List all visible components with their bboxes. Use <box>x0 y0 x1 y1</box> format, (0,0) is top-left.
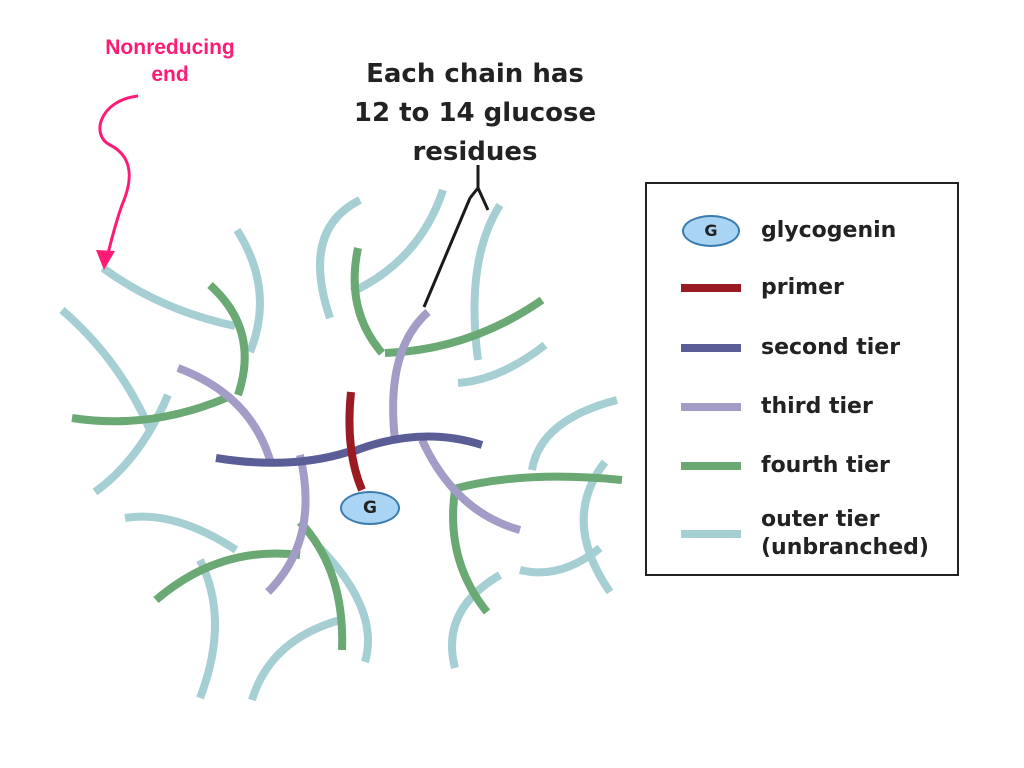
outer-chain <box>457 341 548 387</box>
legend-label: third tier <box>761 394 873 419</box>
second-chain <box>350 432 484 456</box>
fourth-chain <box>449 489 491 615</box>
primer-swatch-icon <box>681 284 741 292</box>
chain-label-line-2: 12 to 14 glucose <box>353 98 597 128</box>
legend-item-outer-tier: outer tier (unbranched) <box>647 502 959 566</box>
fourth-chain <box>448 472 623 494</box>
outer-chain <box>316 196 362 320</box>
legend-label-outer-line-2: (unbranched) <box>761 535 929 560</box>
fourth-chain <box>153 549 301 604</box>
nonreducing-end-label: Nonreducing end <box>70 34 270 88</box>
legend-item-third-tier: third tier <box>647 387 959 427</box>
outer-chain <box>248 616 342 702</box>
outer-chain <box>92 393 172 496</box>
nonreducing-line-2: end <box>151 63 189 86</box>
outer-tier-swatch-icon <box>681 530 741 538</box>
nonreducing-arrowhead-icon <box>96 250 115 270</box>
legend-label-outer-line-1: outer tier <box>761 507 880 532</box>
outer-chain <box>233 227 264 354</box>
fourth-chain <box>350 247 386 356</box>
outer-chain <box>196 558 219 700</box>
outer-chain <box>448 571 503 669</box>
chain-label-line-3: residues <box>412 137 538 167</box>
third-tier-swatch-icon <box>681 403 741 411</box>
outer-tier-chains <box>59 188 619 702</box>
second-chain <box>215 448 350 467</box>
nonreducing-line-1: Nonreducing <box>105 36 235 59</box>
third-chain <box>389 309 431 441</box>
third-chain <box>265 454 310 595</box>
chain-label-line-1: Each chain has <box>366 59 584 89</box>
legend-label: glycogenin <box>761 218 897 243</box>
legend-label-outer: outer tier (unbranched) <box>761 506 929 562</box>
legend: G glycogenin primer second tier third ti… <box>645 182 959 576</box>
legend-label: primer <box>761 275 844 300</box>
third-chain <box>176 364 274 462</box>
outer-chain <box>350 188 447 296</box>
primer-chain <box>345 391 366 492</box>
chain-length-label: Each chain has 12 to 14 glucose residues <box>325 55 625 172</box>
fourth-chain <box>297 519 347 651</box>
legend-item-fourth-tier: fourth tier <box>647 446 959 486</box>
outer-chain <box>528 396 619 471</box>
outer-chain <box>317 545 372 664</box>
fourth-chain <box>71 394 228 426</box>
third-tier-chains <box>176 309 522 595</box>
fourth-tier-chains <box>71 247 623 651</box>
legend-label: fourth tier <box>761 453 890 478</box>
outer-chain <box>124 512 239 554</box>
second-tier-swatch-icon <box>681 344 741 352</box>
outer-chain <box>59 306 154 432</box>
chain-bracket-pointer <box>422 165 490 308</box>
legend-item-glycogenin: G glycogenin <box>647 211 959 251</box>
legend-item-second-tier: second tier <box>647 328 959 368</box>
glycogenin-symbol-icon: G <box>682 215 740 247</box>
second-tier-chains <box>215 432 484 467</box>
legend-item-primer: primer <box>647 268 959 308</box>
third-chain <box>418 438 522 534</box>
nonreducing-arrow <box>98 94 139 263</box>
fourth-chain <box>207 282 249 397</box>
outer-chain <box>100 264 236 330</box>
fourth-tier-swatch-icon <box>681 462 741 470</box>
glycogenin-core: G <box>340 491 400 525</box>
legend-label: second tier <box>761 335 901 360</box>
outer-chain <box>519 544 603 577</box>
